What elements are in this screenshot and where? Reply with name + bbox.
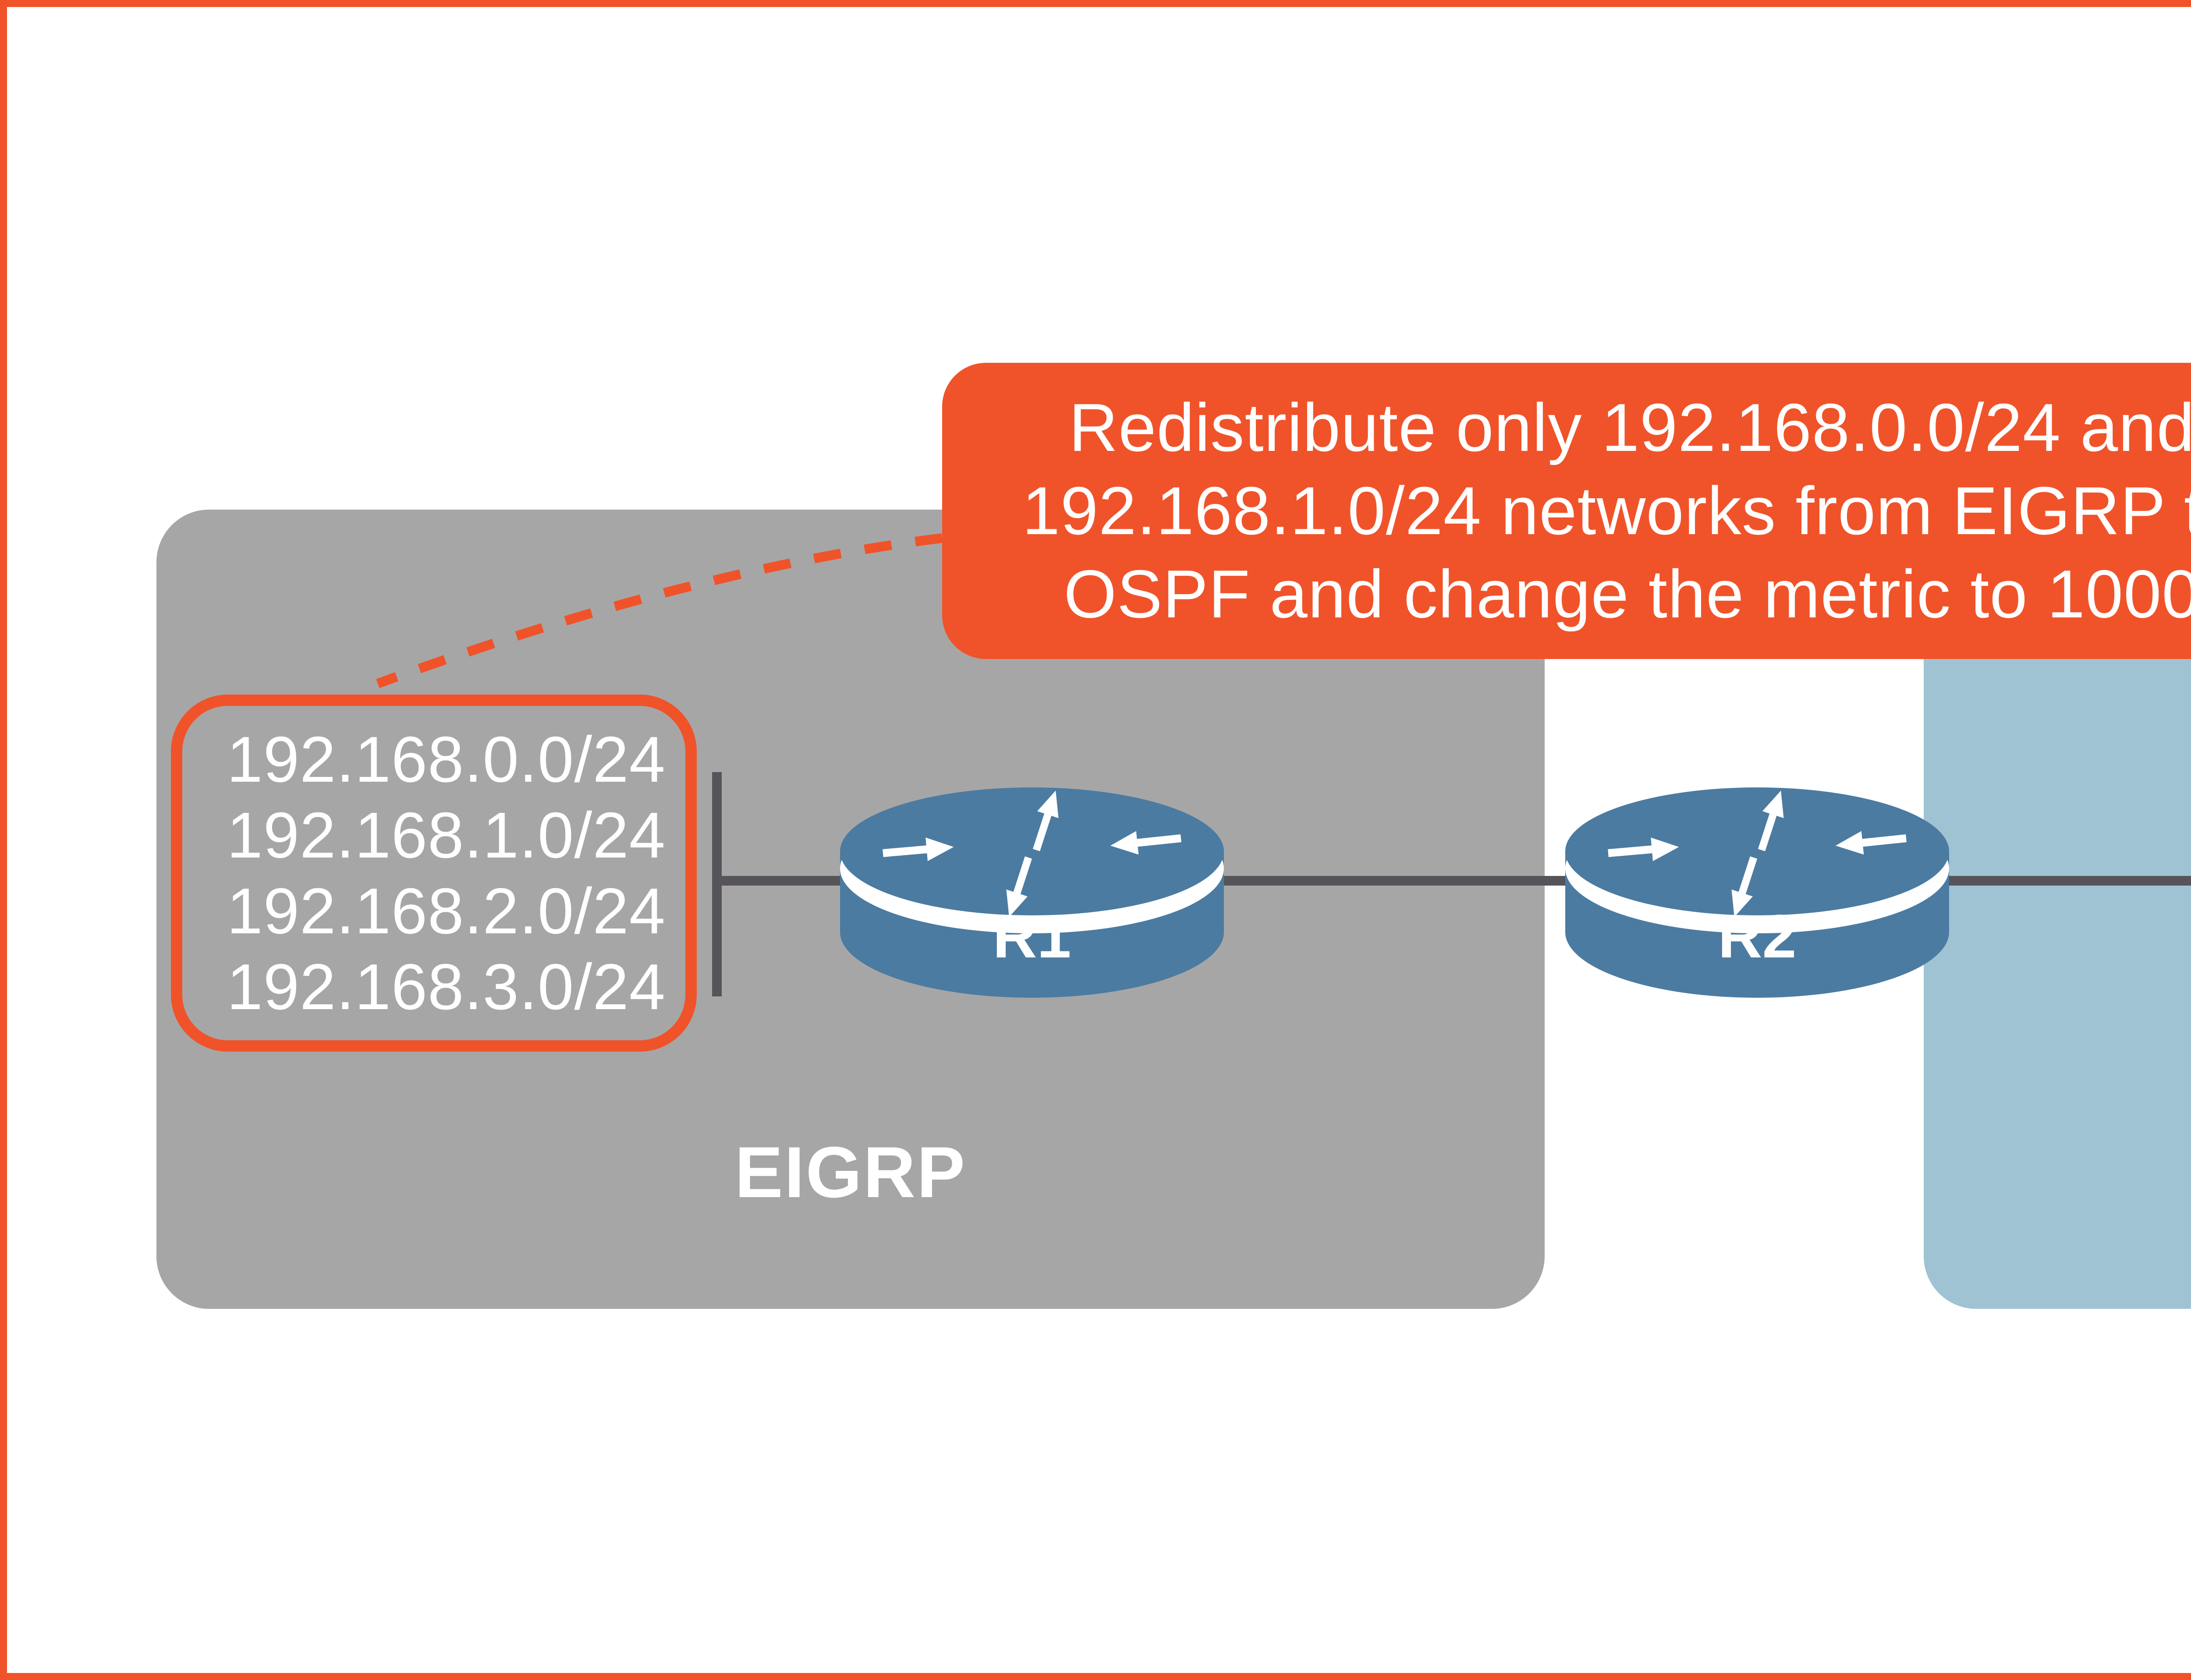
ospf-region-label: OSPF: [1924, 1136, 2191, 1209]
router-label: R1: [993, 902, 1071, 971]
network-list-item: 192.168.2.0/24: [227, 875, 666, 947]
network-list-item: 192.168.1.0/24: [227, 799, 666, 872]
router-label: R2: [1718, 902, 1797, 971]
dashed-arrow-to-networks: [376, 533, 943, 688]
callout-box: Redistribute only 192.168.0.0/24 and 192…: [942, 363, 2191, 659]
network-list-item: 192.168.3.0/24: [227, 950, 666, 1023]
router-icon-r2: R2: [1565, 787, 1949, 998]
callout-line: Redistribute only 192.168.0.0/24 and: [1069, 390, 2191, 465]
network-list-box: 192.168.0.0/24 192.168.1.0/24 192.168.2.…: [171, 695, 697, 1052]
router-icon-r1: R1: [840, 787, 1224, 998]
callout-line: OSPF and change the metric to 1000: [1064, 556, 2191, 632]
callout-line: 192.168.1.0/24 networks from EIGRP to: [1022, 473, 2191, 549]
eigrp-region-label: EIGRP: [734, 1132, 967, 1212]
network-list-item: 192.168.0.0/24: [227, 723, 666, 796]
